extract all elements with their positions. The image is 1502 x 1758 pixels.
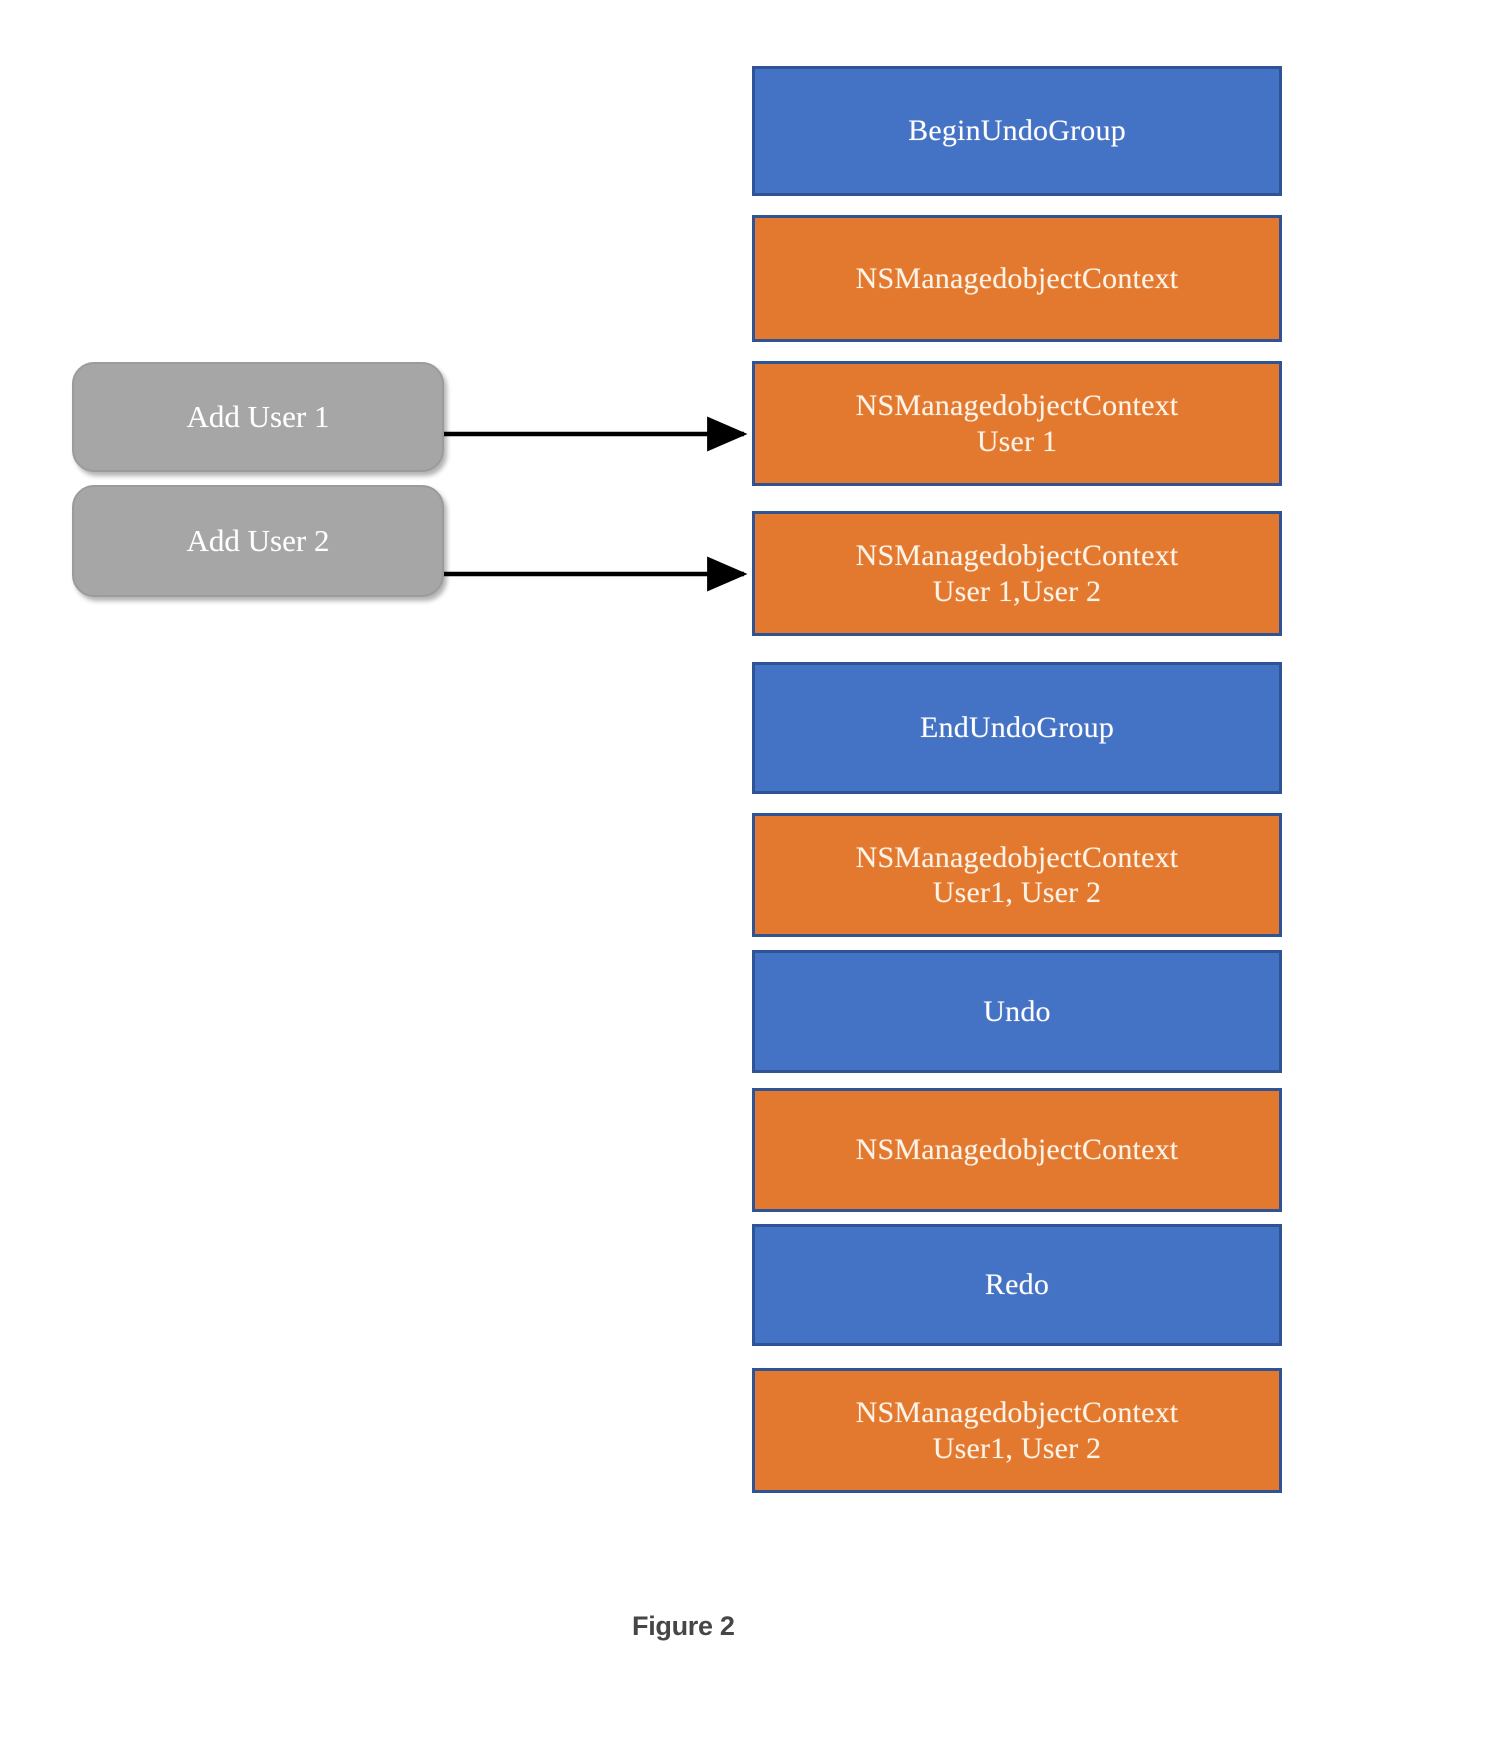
stack-box-undo: Undo — [752, 950, 1282, 1073]
stack-box-context-after-undo: NSManagedobjectContext — [752, 1088, 1282, 1212]
stack-box-end-undo-group: EndUndoGroup — [752, 662, 1282, 794]
stack-box-context-empty-1: NSManagedobjectContext — [752, 215, 1282, 342]
action-box-add-user-1[interactable]: Add User 1 — [72, 362, 444, 472]
stack-box-redo: Redo — [752, 1224, 1282, 1346]
action-box-add-user-2[interactable]: Add User 2 — [72, 485, 444, 597]
stack-box-context-user1: NSManagedobjectContext User 1 — [752, 361, 1282, 486]
stack-box-context-user1-user2: NSManagedobjectContext User 1,User 2 — [752, 511, 1282, 636]
stack-box-begin-undo-group: BeginUndoGroup — [752, 66, 1282, 196]
stack-box-context-after-redo: NSManagedobjectContext User1, User 2 — [752, 1368, 1282, 1493]
figure-caption: Figure 2 — [632, 1611, 735, 1641]
stack-box-context-after-end: NSManagedobjectContext User1, User 2 — [752, 813, 1282, 937]
